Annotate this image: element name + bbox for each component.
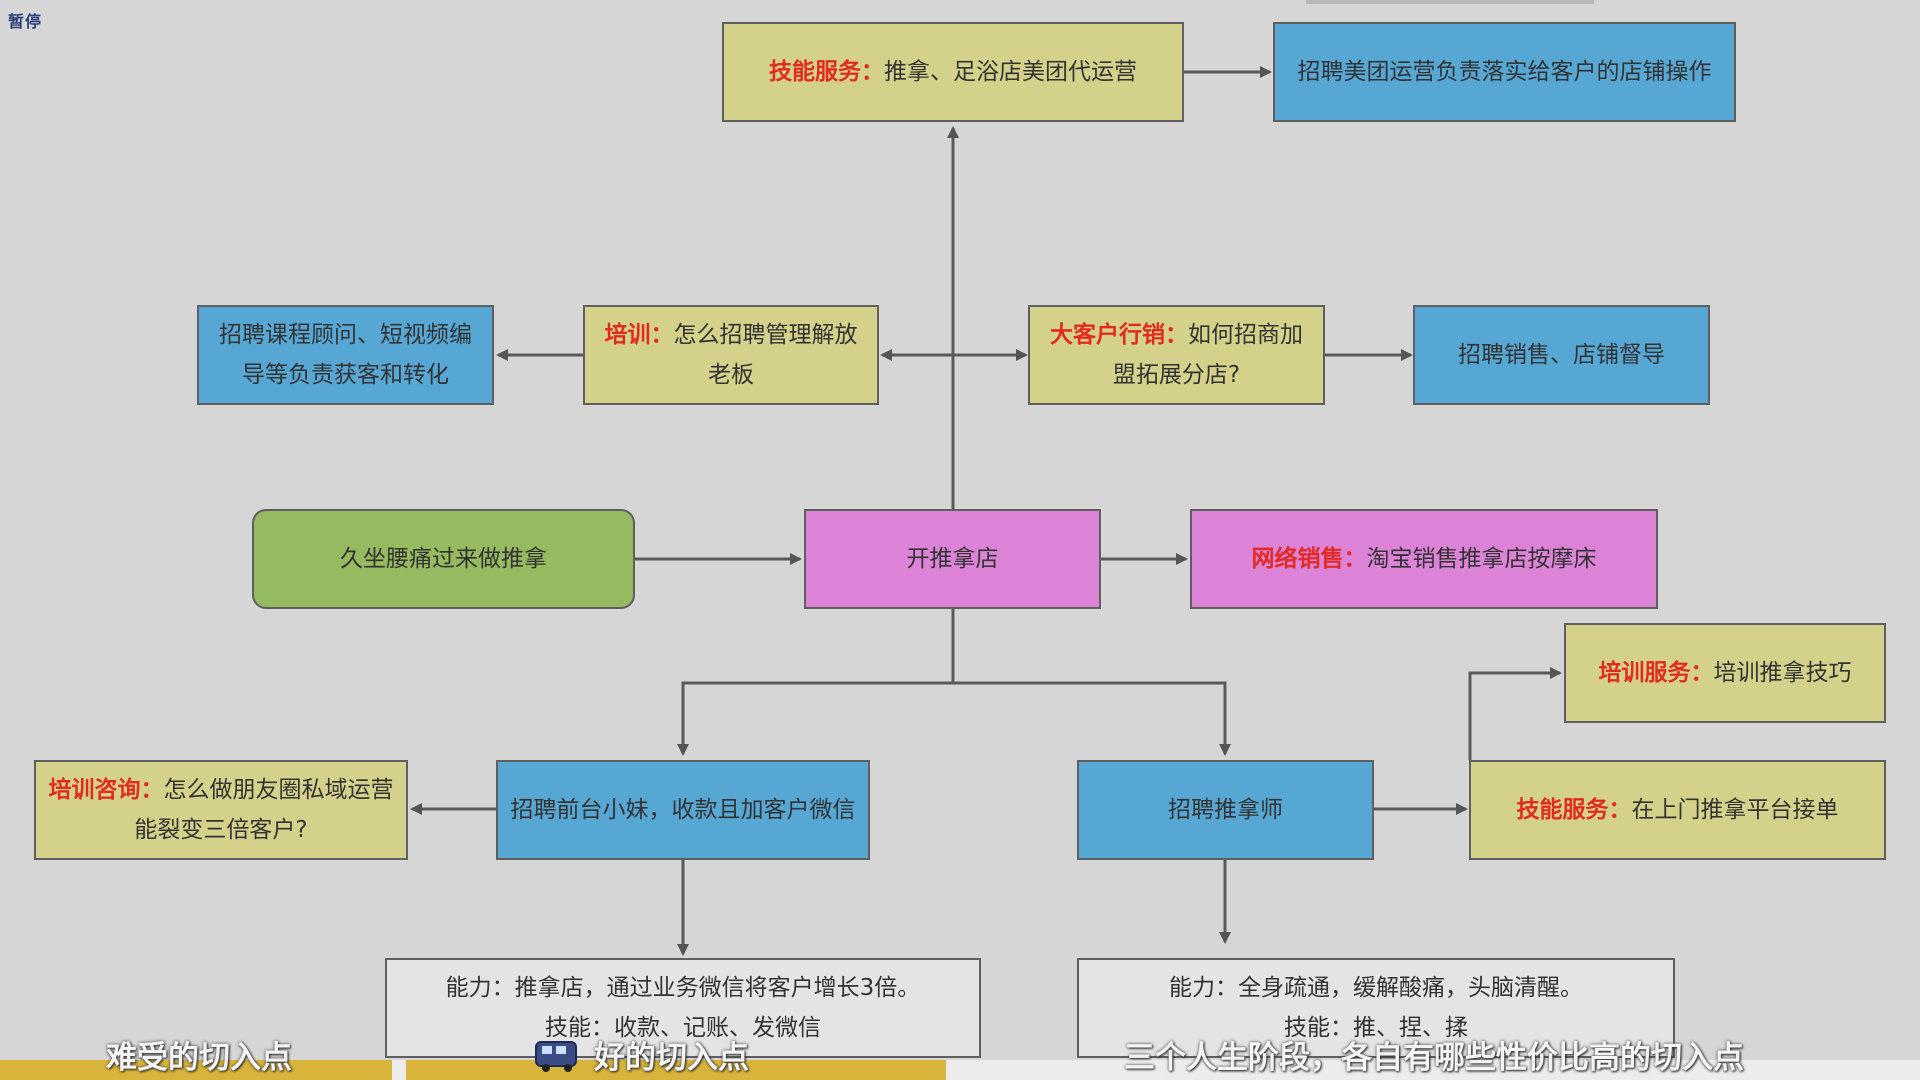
ability-line: 能力：全身疏通，缓解酸痛，头脑清醒。 [1169,975,1583,1001]
arrow-to-training-service [1468,667,1562,760]
skill-line: 技能：推、捏、揉 [1284,1015,1468,1041]
box-label: 网络销售： [1251,546,1367,572]
box-center-store: 开推拿店 [804,509,1101,609]
box-text: 淘宝销售推拿店按摩床 [1366,546,1597,572]
box-label: 培训咨询： [48,777,164,803]
box-training: 培训：怎么招聘管理解放老板 [583,305,879,405]
pause-indicator[interactable]: 暂停 [8,12,43,31]
box-therapist: 招聘推拿师 [1077,760,1374,860]
ability-line: 能力：推拿店，通过业务微信将客户增长3倍。 [445,975,921,1001]
box-text: 如何招商加盟拓展分店? [1112,322,1303,388]
box-text: 招聘美团运营负责落实给客户的店铺操作 [1297,59,1712,85]
box-text: 招聘推拿师 [1168,797,1283,823]
box-online-sales: 网络销售： 淘宝销售推拿店按摩床 [1190,509,1658,609]
box-text: 培训推拿技巧 [1713,660,1852,686]
arrow-to-front-desk [677,608,955,756]
bus-icon [535,1041,577,1072]
chapter-title-right: 三个人生阶段，各自有哪些性价比高的切入点 [1124,1040,1744,1076]
box-training-service: 培训服务： 培训推拿技巧 [1564,623,1886,723]
box-front-ability: 能力：推拿店，通过业务微信将客户增长3倍。 技能：收款、记账、发微信 [385,958,981,1058]
box-origin: 久坐腰痛过来做推拿 [252,509,635,609]
box-top-skill-service: 技能服务： 推拿、足浴店美团代运营 [722,22,1184,122]
box-text: 怎么招聘管理解放老板 [673,322,858,388]
box-right-recruit: 招聘销售、店铺督导 [1413,305,1710,405]
box-text: 怎么做朋友圈私域运营能裂变三倍客户? [134,777,394,843]
box-text: 招聘销售、店铺督导 [1458,342,1665,368]
arrow-to-therapist [953,681,1231,756]
box-top-recruit: 招聘美团运营负责落实给客户的店铺操作 [1273,22,1736,122]
box-text: 久坐腰痛过来做推拿 [340,546,547,572]
box-therapist-ability: 能力：全身疏通，缓解酸痛，头脑清醒。 技能：推、捏、揉 [1077,958,1675,1058]
box-front-desk: 招聘前台小妹，收款且加客户微信 [496,760,870,860]
box-skill-service: 技能服务： 在上门推拿平台接单 [1469,760,1886,860]
box-text: 在上门推拿平台接单 [1631,797,1839,823]
skill-line: 技能：收款、记账、发微信 [545,1015,821,1041]
box-text: 推拿、足浴店美团代运营 [884,59,1137,85]
box-consulting: 培训咨询：怎么做朋友圈私域运营能裂变三倍客户? [34,760,408,860]
chapter-title-left: 难受的切入点 [106,1040,292,1076]
box-text: 招聘前台小妹，收款且加客户微信 [510,797,856,823]
box-key-account: 大客户行销：如何招商加盟拓展分店? [1028,305,1325,405]
box-label: 技能服务： [1516,797,1632,823]
chapter-title-middle: 好的切入点 [594,1040,749,1076]
box-label: 培训： [604,322,674,348]
box-left-recruit: 招聘课程顾问、短视频编导等负责获客和转化 [197,305,494,405]
box-text: 开推拿店 [906,546,999,572]
box-label: 大客户行销： [1050,322,1188,348]
box-text: 招聘课程顾问、短视频编导等负责获客和转化 [219,322,472,388]
top-strip [1306,0,1594,4]
chapter-segment-1[interactable] [0,1060,392,1080]
box-label: 技能服务： [769,59,884,85]
box-label: 培训服务： [1598,660,1714,686]
